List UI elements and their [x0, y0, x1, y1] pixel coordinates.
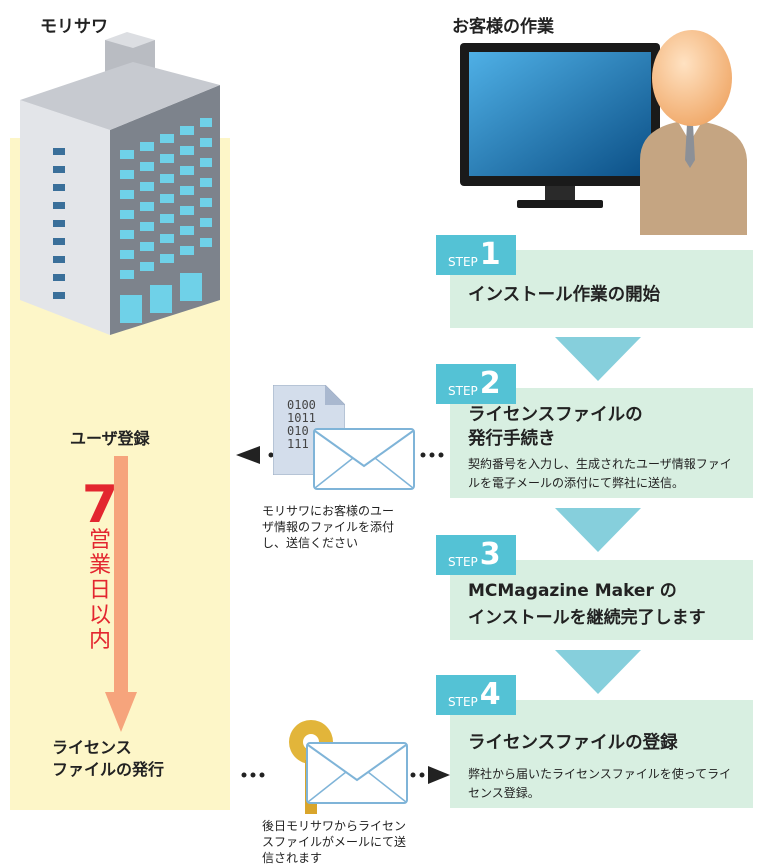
step4-title: ライセンスファイルの登録	[468, 733, 678, 753]
person-icon	[640, 30, 747, 235]
step2-description: 契約番号を入力し、生成されたユーザ情報ファイルを電子メールの添付にて弊社に送信。	[468, 457, 732, 490]
step1-title: インストール作業の開始	[468, 285, 661, 305]
binary-line-4: 111	[287, 437, 309, 451]
receive-license-note: 後日モリサワからライセン スファイルがメールにて送 信されます	[262, 819, 407, 865]
binary-line-1: 0100	[287, 398, 316, 412]
step4-number: 4	[479, 677, 501, 712]
license-issue-label: ライセンス ファイルの発行	[52, 738, 165, 779]
step3-down-arrow	[555, 650, 641, 694]
step1-down-arrow	[555, 337, 641, 381]
customer-header: お客様の作業	[452, 17, 554, 37]
step4-description: 弊社から届いたライセンスファイルを使ってライセンス登録。	[468, 767, 732, 800]
step2-word: STEP	[448, 384, 478, 398]
step3-badge: STEP 3	[436, 535, 516, 575]
envelope-icon	[313, 428, 415, 490]
business-days-text: 営 業 日 以 内	[88, 528, 111, 653]
step2-badge: STEP 2	[436, 364, 516, 404]
step1-badge: STEP 1	[436, 235, 516, 275]
morisawa-header: モリサワ	[40, 17, 108, 37]
step4-word: STEP	[448, 695, 478, 709]
step3-number: 3	[479, 537, 501, 572]
step2-box	[450, 388, 753, 498]
binary-line-3: 010	[287, 424, 309, 438]
step3-word: STEP	[448, 555, 478, 569]
seven-days-arrow	[105, 456, 137, 732]
user-registration-label: ユーザ登録	[70, 429, 150, 448]
days-number: 7	[81, 475, 119, 535]
step2-number: 2	[479, 366, 501, 401]
step4-box	[450, 700, 753, 808]
step3-title: MCMagazine Maker の インストールを継続完了します	[468, 581, 706, 628]
step2-down-arrow	[555, 508, 641, 552]
binary-line-2: 1011	[287, 411, 316, 425]
license-envelope-icon	[306, 742, 408, 804]
receive-license-arrow	[241, 766, 450, 784]
computer-user-illustration	[460, 30, 747, 235]
step4-badge: STEP 4	[436, 675, 516, 715]
step1-number: 1	[479, 237, 501, 272]
monitor-icon	[460, 43, 660, 208]
send-user-info-note: モリサワにお客様のユー ザ情報のファイルを添付 し、送信ください	[262, 504, 395, 550]
step2-title: ライセンスファイルの 発行手続き	[468, 405, 643, 449]
step1-word: STEP	[448, 255, 478, 269]
building-icon	[20, 32, 220, 335]
